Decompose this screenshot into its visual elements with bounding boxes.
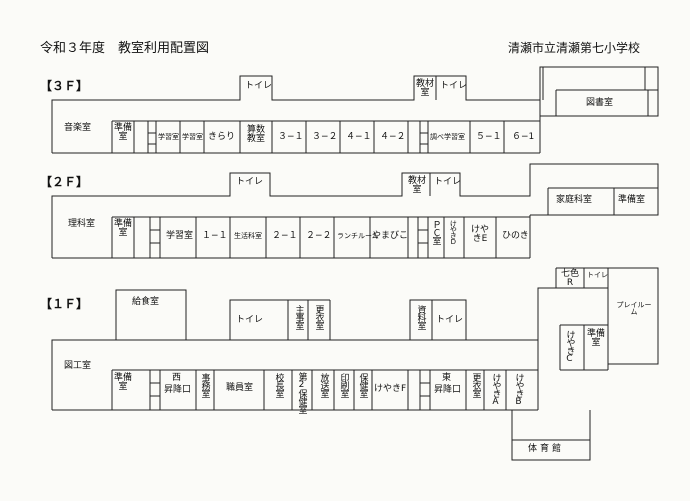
- room-nanairo: 七色R: [560, 269, 579, 289]
- room-toilet-2f-b: トイレ: [434, 177, 462, 187]
- room-shiryo: 資料室: [415, 305, 426, 329]
- room-shokuin: 職員室: [226, 383, 254, 393]
- room-ongaku: 音楽室: [64, 123, 92, 133]
- room-4-1: ４−１: [346, 132, 372, 142]
- room-keyaki-e: けやきE: [470, 225, 489, 245]
- entrance-east: 昇降口: [434, 385, 462, 395]
- room-seikatsu: 生活科室: [234, 232, 262, 240]
- floor-1-outline: [51, 267, 659, 461]
- room-kyozai-2f: 教材室: [407, 176, 426, 196]
- room-kyozai-3f: 教材室: [416, 79, 435, 99]
- room-rika: 理科室: [68, 219, 96, 229]
- room-5-1: ５−１: [476, 132, 502, 142]
- room-6-1: ６−1: [512, 132, 535, 142]
- room-jimu: 事務室: [199, 373, 210, 397]
- room-keyaki-a: けやきA: [490, 373, 501, 406]
- room-koui-1f: 更衣室: [313, 305, 324, 329]
- room-junbi-east: 準備室: [587, 329, 606, 349]
- floor-1-label: 【１Ｆ】: [40, 297, 89, 311]
- room-kirari: きらり: [208, 132, 236, 142]
- room-keyaki-f: けやきF: [374, 384, 407, 394]
- room-toilet-1f-b: トイレ: [436, 315, 464, 325]
- room-junbi-2f: 準備室: [114, 219, 133, 239]
- room-kyushoku: 給食室: [132, 297, 160, 307]
- room-lunch: ランチルーム: [337, 232, 379, 240]
- entrance-west: 昇降口: [164, 385, 192, 395]
- room-shuji: 主事室: [293, 305, 304, 329]
- school-name: 清瀬市立清瀬第七小学校: [508, 41, 641, 55]
- room-4-2: ４−２: [380, 132, 406, 142]
- room-toilet-1f-a: トイレ: [236, 315, 264, 325]
- room-1-1: １−１: [202, 231, 228, 241]
- floor-3-label: 【３Ｆ】: [40, 79, 89, 93]
- room-koui-1f-east: 更衣室: [470, 373, 481, 397]
- document-title: 令和３年度 教室利用配置図: [40, 41, 210, 56]
- floor-2-outline: [51, 163, 659, 259]
- room-junbi-1f: 準備室: [114, 373, 133, 393]
- room-insatsu: 印刷室: [338, 373, 349, 397]
- room-3-1: ３−１: [278, 132, 304, 142]
- room-keyaki-c: けやきC: [564, 330, 575, 363]
- room-shirabe: 調べ学習室: [430, 133, 465, 141]
- room-gakushu-3f-a: 学習室: [158, 133, 179, 141]
- room-hoken-2: 第2保健室: [296, 372, 307, 413]
- room-toilet-2f-a: トイレ: [236, 177, 264, 187]
- floor-3-outline: [51, 66, 659, 154]
- room-hinoki: ひのき: [502, 231, 529, 241]
- room-sansu: 算数教室: [246, 125, 265, 145]
- room-toshoshitsu: 図書室: [586, 98, 614, 108]
- room-hoken: 保健室: [357, 373, 368, 397]
- room-toilet-1f-c: トイレ: [587, 271, 608, 279]
- room-3-2: ３−２: [312, 132, 338, 142]
- room-pc: ＰＣ室: [430, 220, 441, 244]
- room-yamabiko: やまびこ: [372, 231, 409, 241]
- room-higashi: 東: [442, 373, 452, 383]
- room-gakushu-3f-b: 学習室: [182, 133, 203, 141]
- room-toilet-3f-a: トイレ: [245, 81, 273, 91]
- floor-2-label: 【２Ｆ】: [40, 175, 89, 189]
- room-2-1: ２−１: [272, 231, 298, 241]
- room-hoso: 放送室: [318, 373, 329, 397]
- room-keyaki-d: けやきD: [449, 220, 458, 245]
- room-katei: 家庭科室: [556, 195, 593, 205]
- room-2-2: ２−２: [306, 231, 332, 241]
- room-kocho: 校長室: [273, 373, 284, 397]
- room-toilet-3f-b: トイレ: [440, 81, 468, 91]
- room-keyaki-b: けやきB: [513, 373, 524, 406]
- room-gakushu-2f: 学習室: [166, 231, 194, 241]
- room-taiikukan: 体育館: [528, 444, 565, 454]
- room-junbi-3f: 準備室: [114, 123, 133, 143]
- room-junbi-katei: 準備室: [618, 195, 646, 205]
- room-zuko: 図工室: [64, 361, 92, 371]
- room-nishi: 西: [172, 373, 182, 383]
- room-playroom: プレイルーム: [616, 301, 652, 317]
